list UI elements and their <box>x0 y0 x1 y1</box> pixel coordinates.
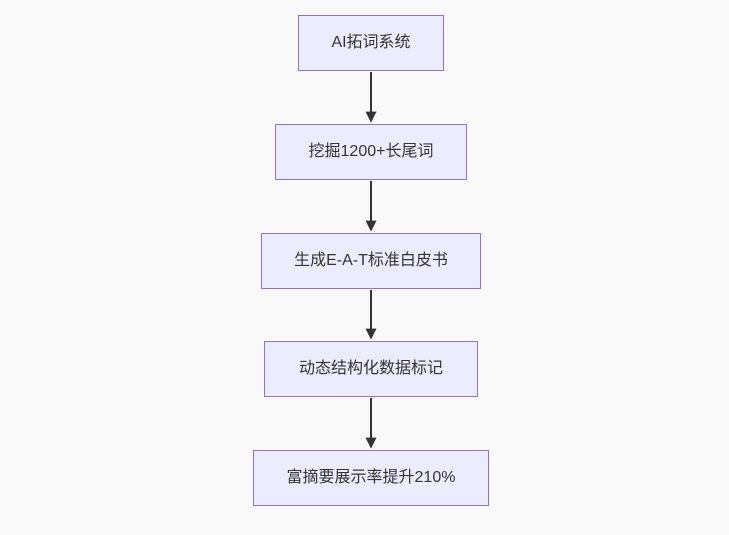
flow-node-longtail-mining: 挖掘1200+长尾词 <box>275 124 467 180</box>
flow-node-rich-snippet-result: 富摘要展示率提升210% <box>253 450 489 506</box>
flow-node-ai-keyword-system: AI拓词系统 <box>298 15 444 71</box>
flow-node-structured-data: 动态结构化数据标记 <box>264 341 478 397</box>
flow-node-eat-whitepaper: 生成E-A-T标准白皮书 <box>261 233 481 289</box>
